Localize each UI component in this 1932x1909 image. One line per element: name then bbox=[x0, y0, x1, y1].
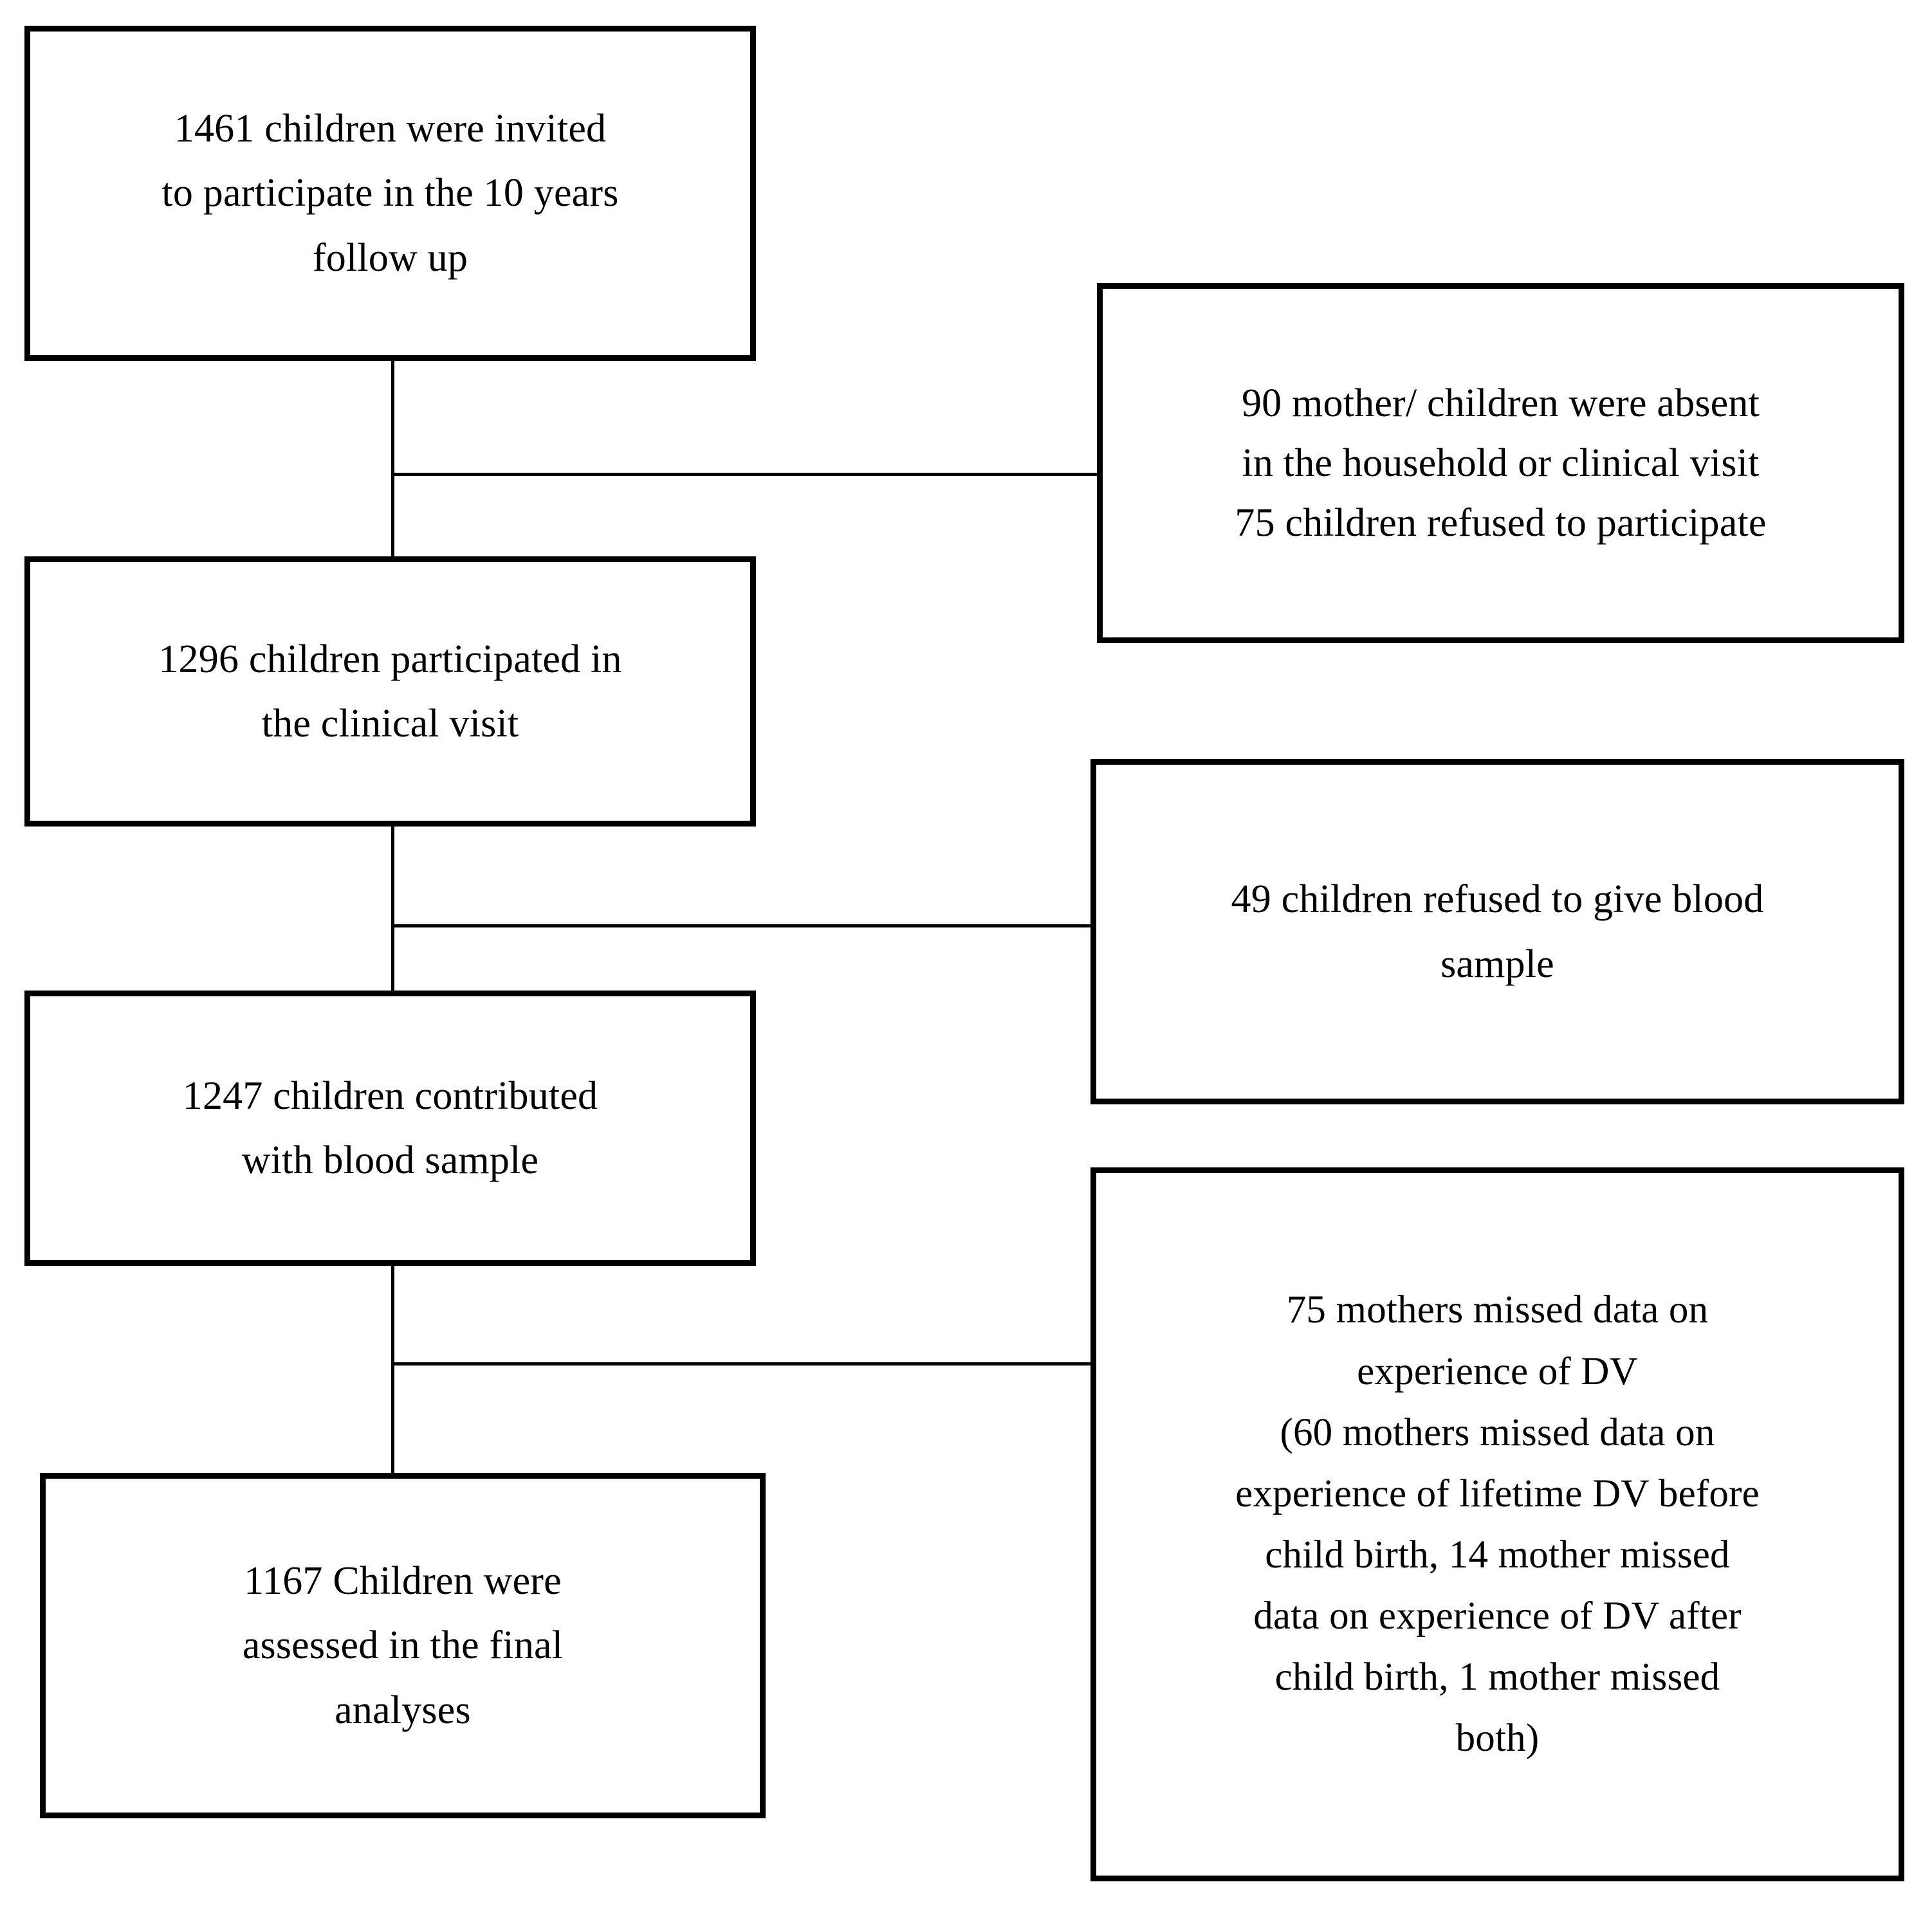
node-final-analyses-line-1: 1167 Children were bbox=[244, 1558, 562, 1603]
connector-participated-to-blood bbox=[391, 827, 394, 995]
connector-participated-to-refused-blood bbox=[391, 924, 1094, 927]
node-absent-refused-line-2: in the household or clinical visit bbox=[1242, 441, 1760, 485]
node-final-analyses: 1167 Children were assessed in the final… bbox=[40, 1473, 766, 1818]
connector-invited-to-absent bbox=[391, 473, 1099, 476]
node-invited-line-1: 1461 children were invited bbox=[174, 106, 607, 151]
node-missed-dv-data-line-5: child birth, 14 mother missed bbox=[1265, 1533, 1730, 1576]
node-participated-line-1: 1296 children participated in bbox=[158, 637, 622, 681]
node-participated-line-2: the clinical visit bbox=[261, 702, 519, 745]
node-refused-blood-line-2: sample bbox=[1440, 942, 1554, 986]
node-participated: 1296 children participated in the clinic… bbox=[24, 556, 756, 827]
node-final-analyses-line-3: analyses bbox=[335, 1688, 471, 1732]
node-absent-refused: 90 mother/ children were absent in the h… bbox=[1097, 283, 1904, 643]
node-absent-refused-line-3: 75 children refused to participate bbox=[1235, 500, 1767, 545]
node-blood-sample-line-1: 1247 children contributed bbox=[182, 1073, 598, 1118]
connector-blood-to-missed-dv-data bbox=[391, 1362, 1094, 1366]
node-absent-refused-line-1: 90 mother/ children were absent bbox=[1241, 381, 1760, 425]
node-missed-dv-data-line-8: both) bbox=[1455, 1717, 1540, 1760]
node-missed-dv-data-line-6: data on experience of DV after bbox=[1253, 1594, 1742, 1638]
node-invited-line-2: to participate in the 10 years bbox=[161, 171, 619, 215]
node-invited-line-3: follow up bbox=[312, 235, 468, 280]
node-blood-sample: 1247 children contributed with blood sam… bbox=[24, 991, 756, 1266]
node-missed-dv-data-line-2: experience of DV bbox=[1357, 1349, 1638, 1393]
node-missed-dv-data-line-4: experience of lifetime DV before bbox=[1235, 1472, 1760, 1515]
node-refused-blood-line-1: 49 children refused to give blood bbox=[1231, 877, 1764, 922]
node-missed-dv-data: 75 mothers missed data on experience of … bbox=[1090, 1167, 1904, 1881]
node-invited: 1461 children were invited to participat… bbox=[24, 26, 756, 361]
node-missed-dv-data-line-3: (60 mothers missed data on bbox=[1280, 1411, 1715, 1454]
connector-blood-to-final bbox=[391, 1266, 394, 1478]
node-blood-sample-line-2: with blood sample bbox=[241, 1138, 539, 1182]
node-final-analyses-line-2: assessed in the final bbox=[242, 1623, 564, 1668]
connector-invited-to-participated bbox=[391, 361, 394, 560]
node-missed-dv-data-line-1: 75 mothers missed data on bbox=[1286, 1288, 1709, 1332]
node-missed-dv-data-line-7: child birth, 1 mother missed bbox=[1274, 1656, 1720, 1699]
node-refused-blood: 49 children refused to give blood sample bbox=[1090, 759, 1904, 1104]
